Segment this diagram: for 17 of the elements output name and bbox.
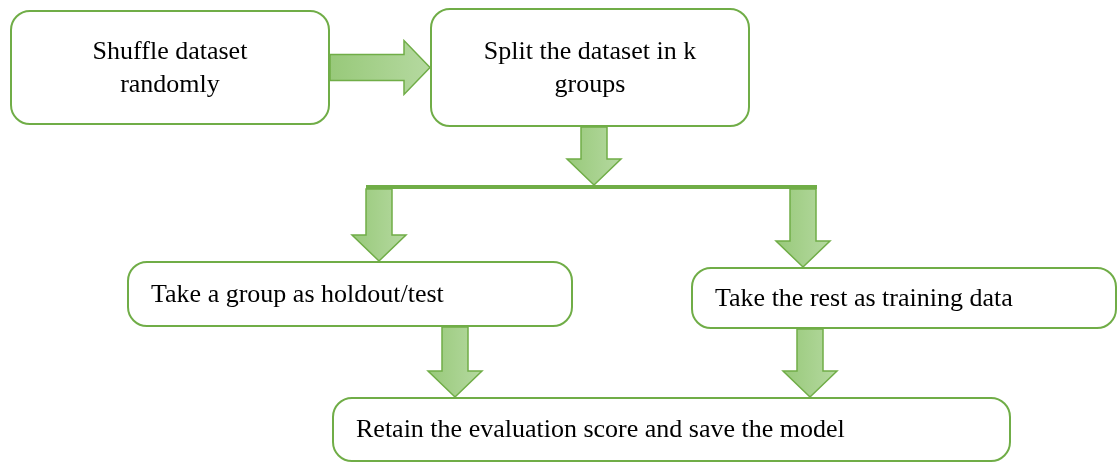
step-text: Shuffle dataset randomly	[91, 35, 249, 100]
process-box	[10, 10, 330, 125]
process-box	[430, 8, 750, 127]
process-box	[332, 397, 1011, 462]
block-arrow	[329, 38, 432, 97]
process-box	[691, 267, 1117, 329]
block-arrow	[781, 328, 839, 399]
split-bar	[366, 185, 817, 189]
process-box	[127, 261, 573, 327]
step-text: Take the rest as training data	[715, 281, 1013, 314]
step-text: Retain the evaluation score and save the model	[356, 413, 845, 446]
step-text: Split the dataset in k groups	[482, 35, 698, 100]
block-arrow	[774, 188, 832, 269]
block-arrow	[565, 126, 623, 187]
block-arrow	[426, 326, 484, 399]
block-arrow	[350, 188, 408, 263]
step-text: Take a group as holdout/test	[151, 277, 444, 310]
